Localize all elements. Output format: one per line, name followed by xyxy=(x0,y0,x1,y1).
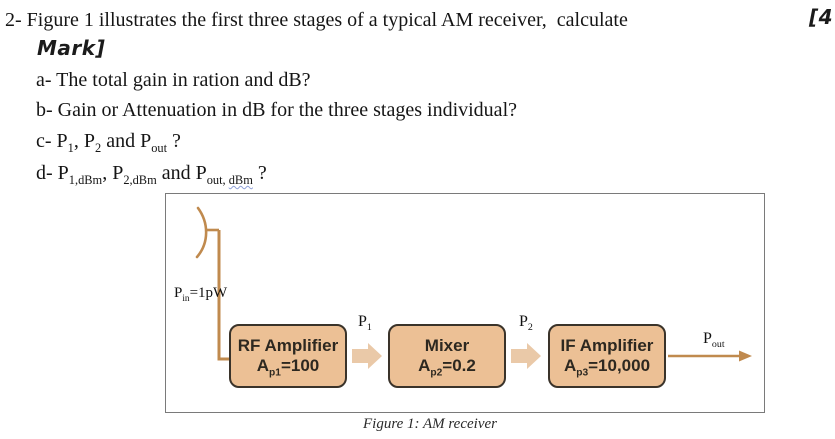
question-item-c: c- P1, P2 and Pout ? xyxy=(36,130,181,155)
block-mixer: Mixer Ap2=0.2 xyxy=(388,324,506,388)
question-item-d: d- P1,dBm, P2,dBm and Pout, dBm ? xyxy=(36,162,267,187)
figure-box: Pin=1pW RF Amplifier Ap1=100 Mixer Ap2=0… xyxy=(165,193,765,413)
signal-label-p1: P1 xyxy=(358,313,372,334)
am-receiver-diagram xyxy=(195,206,752,369)
question-item-a: a- The total gain in ration and dB? xyxy=(36,69,311,91)
marks-close: Mark] xyxy=(37,36,106,60)
antenna-feed-line xyxy=(217,230,231,361)
block-rf-amplifier-name: RF Amplifier xyxy=(237,336,339,355)
signal-arrow-1-icon xyxy=(352,343,382,369)
block-if-amplifier-gain: Ap3=10,000 xyxy=(563,356,651,379)
antenna-icon xyxy=(195,206,208,259)
block-rf-amplifier-gain: Ap1=100 xyxy=(256,356,320,379)
signal-arrow-2-icon xyxy=(511,343,541,369)
signal-label-pout: Pout xyxy=(703,330,725,351)
block-if-amplifier: IF Amplifier Ap3=10,000 xyxy=(548,324,666,388)
question-prompt: 2- Figure 1 illustrates the first three … xyxy=(5,9,628,31)
block-rf-amplifier: RF Amplifier Ap1=100 xyxy=(229,324,347,388)
output-arrowhead-icon xyxy=(739,350,752,362)
block-mixer-gain: Ap2=0.2 xyxy=(418,356,476,379)
block-if-amplifier-name: IF Amplifier xyxy=(560,336,654,355)
input-power-label: Pin=1pW xyxy=(174,285,228,304)
figure-caption: Figure 1: AM receiver xyxy=(363,416,497,432)
block-mixer-name: Mixer xyxy=(424,336,470,355)
marks-open: [4 xyxy=(808,5,833,29)
signal-label-p2: P2 xyxy=(519,313,533,334)
question-item-b: b- Gain or Attenuation in dB for the thr… xyxy=(36,99,517,121)
